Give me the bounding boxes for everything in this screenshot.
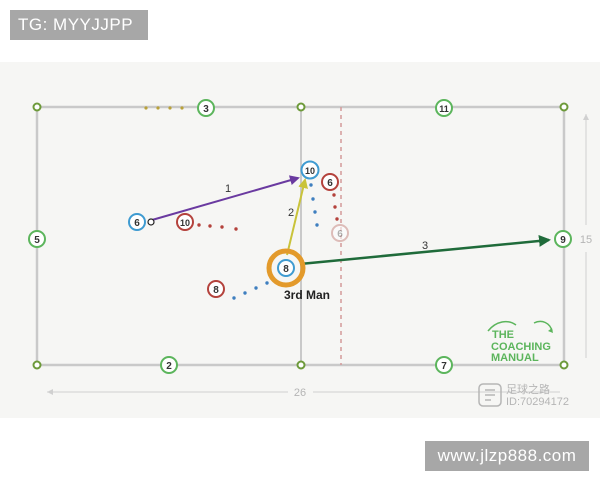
- third-man-highlight: [266, 248, 306, 288]
- svg-text:7: 7: [441, 361, 447, 372]
- watermark-line-2: ID:70294172: [506, 396, 569, 408]
- player-blue-6: 6: [128, 213, 155, 231]
- boundary-cones: [32, 102, 569, 370]
- movement-trail-red10: [197, 223, 238, 231]
- svg-text:6: 6: [337, 229, 343, 240]
- coaching-manual-logo: THE COACHING MANUAL: [487, 320, 553, 364]
- svg-text:8: 8: [283, 264, 289, 275]
- player-red-8: 8: [207, 280, 225, 298]
- pass-arrow-2: [286, 178, 308, 256]
- movement-trail-red6: [332, 193, 339, 221]
- svg-text:6: 6: [134, 218, 140, 229]
- top-overlay-tag: TG: MYYJJPP: [10, 10, 148, 40]
- svg-text:3: 3: [203, 104, 209, 115]
- svg-text:10: 10: [180, 218, 190, 228]
- pass-label-2: 2: [288, 207, 294, 219]
- pass-arrow-3: [299, 234, 551, 266]
- player-red-6: 6: [321, 173, 339, 191]
- width-label: 26: [294, 387, 306, 399]
- pass-arrow-1: [151, 175, 300, 221]
- movement-trail-top: [144, 106, 184, 110]
- player-green-3: 3: [197, 99, 215, 117]
- height-label: 15: [580, 234, 592, 246]
- third-man-label: 3rd Man: [284, 288, 330, 302]
- watermark-line-1: 足球之路: [506, 382, 550, 396]
- player-red-10: 10: [176, 213, 194, 231]
- svg-text:6: 6: [327, 178, 333, 189]
- svg-text:9: 9: [560, 235, 566, 246]
- svg-text:2: 2: [166, 361, 172, 372]
- ball-icon: [147, 218, 155, 226]
- logo-line-1: THE: [492, 329, 514, 341]
- logo-line-2: COACHING: [491, 341, 551, 353]
- player-green-5: 5: [28, 230, 46, 248]
- player-red-6-ghost: 6: [331, 224, 349, 242]
- player-green-7: 7: [435, 356, 453, 374]
- svg-text:11: 11: [439, 104, 449, 114]
- pitch-boundary: [35, 105, 566, 367]
- logo-line-3: MANUAL: [491, 352, 539, 364]
- svg-text:10: 10: [305, 166, 315, 176]
- movement-trail-blue10: [309, 183, 319, 227]
- player-green-2: 2: [160, 356, 178, 374]
- pass-label-1: 1: [225, 183, 231, 195]
- player-green-9: 9: [554, 230, 572, 248]
- player-blue-10: 10: [300, 160, 320, 180]
- movement-trail-blue8: [232, 281, 269, 300]
- svg-text:8: 8: [213, 285, 219, 296]
- width-dimension: 26: [47, 387, 560, 399]
- bottom-overlay-tag: www.jlzp888.com: [425, 441, 589, 471]
- pass-label-3: 3: [422, 240, 428, 252]
- player-green-11: 11: [435, 99, 453, 117]
- player-blue-8: 8: [277, 259, 295, 277]
- svg-text:5: 5: [34, 235, 40, 246]
- watermark: 足球之路 ID:70294172: [478, 382, 569, 408]
- height-dimension: 15: [580, 114, 592, 358]
